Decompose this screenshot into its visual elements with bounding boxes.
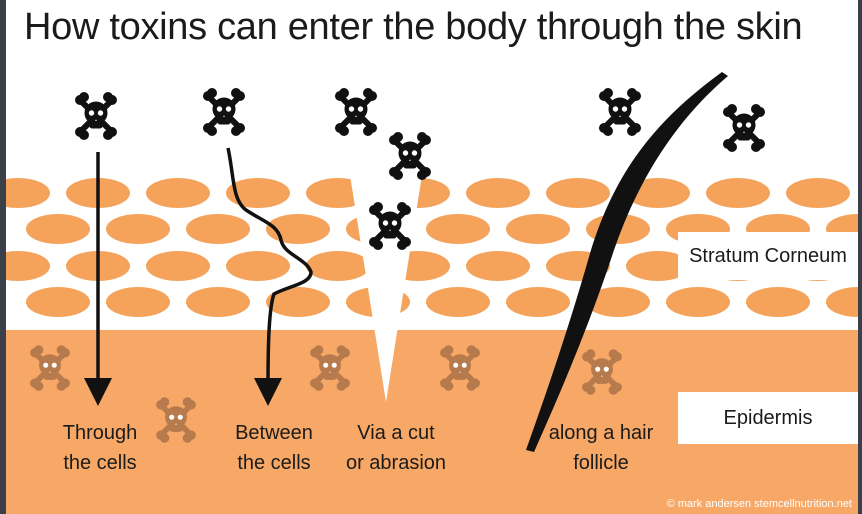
route-label-line1: Via a cut (336, 418, 456, 448)
surface-toxins (76, 89, 765, 250)
skin-cell (306, 251, 370, 281)
skin-cell (26, 287, 90, 317)
skin-cell (6, 251, 50, 281)
route-cut-abrasion: Via a cut or abrasion (336, 418, 456, 478)
skin-cell (746, 287, 810, 317)
route-between-cells: Between the cells (224, 418, 324, 478)
skull-crossbones-icon (336, 89, 377, 136)
skin-cell (506, 214, 570, 244)
skin-cell (146, 251, 210, 281)
skin-cell (186, 287, 250, 317)
skin-cell (786, 178, 850, 208)
skin-cell (706, 178, 770, 208)
skin-cell (426, 214, 490, 244)
skin-cell (106, 287, 170, 317)
route-label-line2: the cells (50, 448, 150, 478)
diagram-title: How toxins can enter the body through th… (24, 6, 854, 49)
route-label-line1: Between (224, 418, 324, 448)
credit-text: © mark andersen stemcellnutrition.net (667, 498, 852, 510)
diagram-frame: How toxins can enter the body through th… (6, 0, 858, 514)
skin-cell (546, 178, 610, 208)
route-label-line2: or abrasion (336, 448, 456, 478)
skin-cell (506, 287, 570, 317)
skin-cell (426, 287, 490, 317)
skull-crossbones-icon (76, 93, 117, 140)
skin-cell (146, 178, 210, 208)
epidermis-label: Epidermis (678, 392, 858, 444)
route-hair-follicle: along a hair follicle (536, 418, 666, 478)
skin-cell (6, 178, 50, 208)
skin-cell (666, 287, 730, 317)
skin-cell (186, 214, 250, 244)
route-label-line1: along a hair (536, 418, 666, 448)
route-through-cells: Through the cells (50, 418, 150, 478)
skin-cell (826, 287, 858, 317)
route-label-line2: follicle (536, 448, 666, 478)
route-label-line2: the cells (224, 448, 324, 478)
skin-cell (26, 214, 90, 244)
skull-crossbones-icon (600, 89, 641, 136)
route-label-line1: Through (50, 418, 150, 448)
skull-crossbones-icon (724, 105, 765, 152)
skin-cell (106, 214, 170, 244)
stratum-corneum-label: Stratum Corneum (678, 232, 858, 280)
skin-cell (466, 251, 530, 281)
skull-crossbones-icon (204, 89, 245, 136)
skin-cell (466, 178, 530, 208)
skin-cell (226, 251, 290, 281)
